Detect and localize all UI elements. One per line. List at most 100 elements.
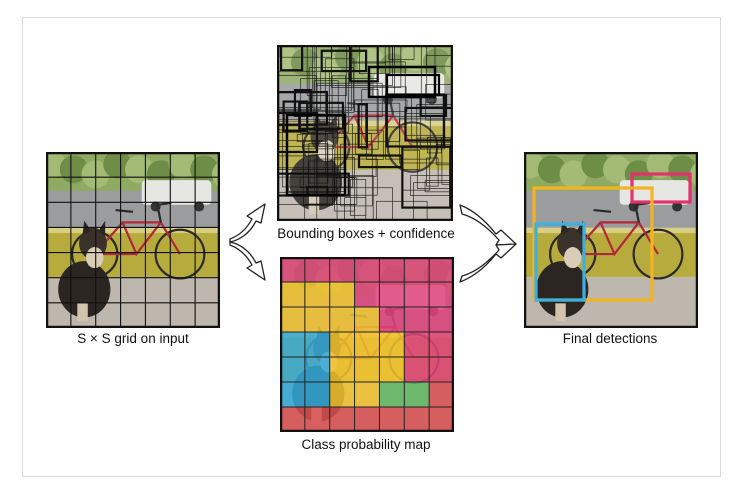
bounding-boxes-image <box>277 45 453 221</box>
class-cell <box>404 407 430 432</box>
class-cell <box>429 407 454 432</box>
input-image <box>46 152 220 328</box>
panel-border <box>280 257 454 432</box>
porch-rail <box>524 227 698 233</box>
input-grid-lines <box>46 152 220 328</box>
candidate-box <box>365 102 401 142</box>
class-cell <box>429 382 454 407</box>
candidate-box-strong <box>285 113 347 197</box>
dog-chest <box>564 247 582 269</box>
foliage-blob <box>103 152 132 179</box>
final-detections-image <box>524 152 698 328</box>
foliage-blob <box>125 155 153 184</box>
candidate-box <box>296 133 328 142</box>
foliage-blob <box>537 155 566 184</box>
class-cell <box>280 332 305 357</box>
class-cell <box>429 357 454 382</box>
class-cell <box>304 332 330 357</box>
detection-boxes <box>532 172 692 302</box>
candidate-box <box>308 143 329 184</box>
candidate-box <box>426 54 453 67</box>
bicycle-handlebar <box>593 201 650 223</box>
class-grid-lines <box>280 257 454 432</box>
class-cell <box>304 357 330 382</box>
car-body <box>141 180 212 205</box>
class-cell <box>354 257 380 282</box>
candidate-box-strong <box>367 65 437 99</box>
class-cells <box>280 257 454 432</box>
candidate-box <box>313 80 339 131</box>
arrow-left-up-icon <box>229 203 266 243</box>
candidate-box <box>308 67 354 109</box>
candidate-box <box>331 75 346 138</box>
class-cell <box>429 257 454 282</box>
dog-paw <box>555 303 566 321</box>
class-cell <box>379 307 405 332</box>
class-cell <box>379 382 405 407</box>
dog-body <box>536 261 589 318</box>
class-cell <box>379 407 405 432</box>
class-cell <box>429 332 454 357</box>
class-cell <box>280 382 305 407</box>
class-cell <box>329 407 355 432</box>
class-cell <box>329 332 355 357</box>
foliage-blob <box>401 45 429 72</box>
boxes-caption: Bounding boxes + confidence <box>277 226 455 241</box>
candidate-box <box>316 154 377 178</box>
final-caption: Final detections <box>562 331 658 346</box>
class-cell <box>404 282 430 307</box>
car-wheel <box>194 201 205 212</box>
class-cell <box>354 382 380 407</box>
class-cell <box>304 257 330 282</box>
candidate-box <box>416 137 451 189</box>
class-cell <box>379 332 405 357</box>
bounding-boxes-panel <box>277 45 453 221</box>
class-cell <box>329 282 355 307</box>
class-cell <box>280 257 305 282</box>
class-cell <box>429 307 454 332</box>
final-detections-panel <box>524 152 698 328</box>
class-cell <box>379 357 405 382</box>
candidate-box <box>424 180 453 193</box>
dog-ears <box>82 220 106 237</box>
foliage-blob <box>581 152 610 179</box>
candidate-box <box>357 103 368 149</box>
arrow-right-down-icon <box>459 243 517 283</box>
candidate-box-strong <box>385 73 441 97</box>
foliage-blob <box>168 152 197 179</box>
candidate-box <box>307 160 335 205</box>
class-cell <box>404 332 430 357</box>
input-grid-panel <box>46 152 220 328</box>
class-cell <box>429 282 454 307</box>
class-cell <box>404 307 430 332</box>
candidate-box <box>426 157 439 187</box>
detection-box-bicycle <box>532 186 654 302</box>
foliage-blob <box>646 152 675 179</box>
dog-chest <box>317 140 336 162</box>
class-cell <box>304 407 330 432</box>
candidate-box <box>320 49 368 73</box>
class-cell <box>404 382 430 407</box>
class-cell <box>379 257 405 282</box>
bicycle-handlebar <box>115 201 172 223</box>
candidate-box <box>340 143 373 207</box>
bicycle-wheel <box>632 228 684 280</box>
class-probability-map <box>280 257 454 432</box>
class-cell <box>354 407 380 432</box>
candidate-box <box>300 78 378 134</box>
class-cell <box>304 382 330 407</box>
panel-border <box>46 152 220 328</box>
scene <box>524 152 698 328</box>
candidate-box <box>436 144 453 166</box>
panel-border <box>277 45 453 221</box>
class-cell <box>280 407 305 432</box>
grid-caption: S × S grid on input <box>77 331 189 346</box>
panel-border <box>524 152 698 328</box>
car-body <box>619 180 690 205</box>
class-cell <box>329 307 355 332</box>
class-cell <box>329 357 355 382</box>
class-cell <box>329 382 355 407</box>
car-wheel <box>672 201 683 212</box>
candidate-box <box>354 99 408 112</box>
